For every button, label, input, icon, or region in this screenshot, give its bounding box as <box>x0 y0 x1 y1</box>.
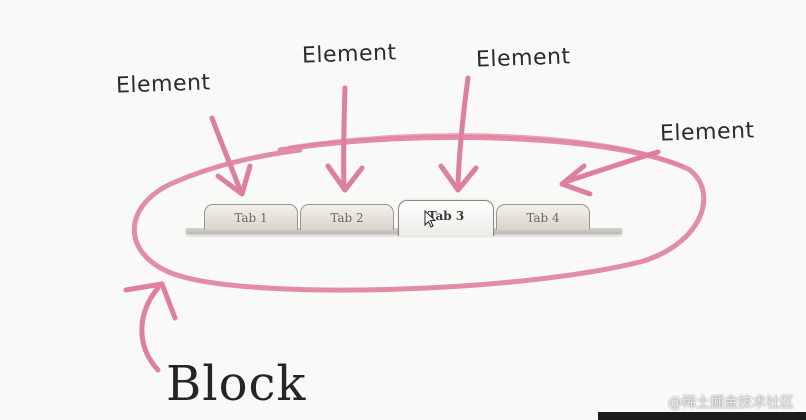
block-ellipse <box>131 134 707 293</box>
tab-bar: Tab 1 Tab 2 Tab 3 Tab 4 <box>186 200 622 244</box>
tab-3[interactable]: Tab 3 <box>398 200 494 236</box>
tab-1[interactable]: Tab 1 <box>204 204 298 230</box>
arrow-to-tab-1 <box>209 115 253 197</box>
arrow-to-tab-2 <box>325 85 365 193</box>
element-label-4: Element <box>659 118 756 147</box>
tab-2[interactable]: Tab 2 <box>300 204 394 230</box>
tab-4[interactable]: Tab 4 <box>496 204 590 230</box>
mouse-cursor-icon <box>424 210 436 228</box>
element-label-1: Element <box>115 70 212 99</box>
element-label-2: Element <box>301 40 398 69</box>
block-label: Block <box>166 356 307 412</box>
element-label-3: Element <box>475 44 572 73</box>
watermark-text: @稀土掘金技术社区 <box>668 395 794 411</box>
video-overlay-bar <box>598 412 806 420</box>
arrow-to-tab-3 <box>438 75 479 193</box>
arrow-block-to-ellipse <box>123 281 178 373</box>
arrow-to-tab-4 <box>559 149 661 197</box>
